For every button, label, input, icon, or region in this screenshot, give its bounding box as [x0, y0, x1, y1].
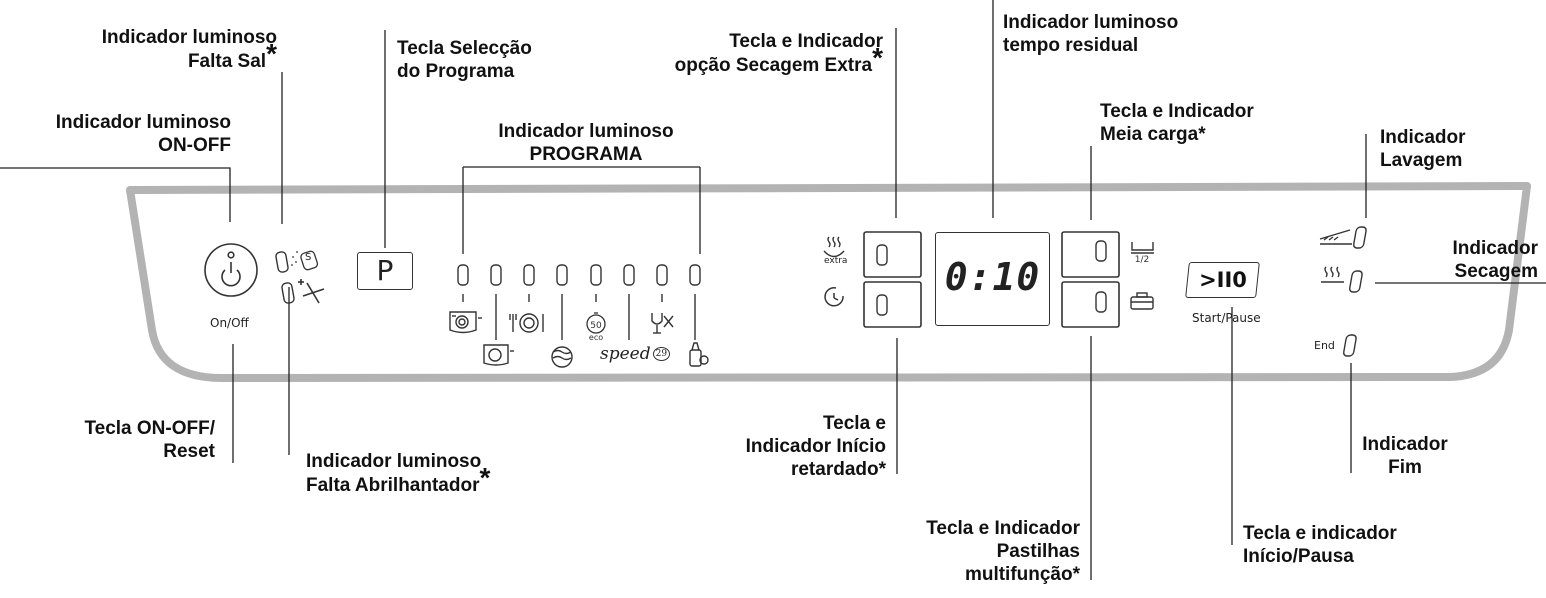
salt-led [275, 251, 289, 273]
wash-led [1352, 226, 1367, 249]
eco-caption: eco [589, 333, 603, 342]
salt-symbol: S [305, 252, 312, 263]
label-half-load: Tecla e Indicador Meia carga* [1100, 101, 1254, 145]
soak-icon [551, 346, 573, 368]
start-pause-caption: Start/Pause [1192, 311, 1261, 325]
label-rinse-aid: Indicador luminoso Falta Abrilhantador* [306, 451, 491, 496]
drying-icon [1321, 266, 1344, 283]
rinse-aid-icon [298, 279, 325, 304]
label-end: Indicador Fim [1362, 434, 1448, 478]
label-on-off-key: Tecla ON-OFF/ Reset [84, 418, 215, 462]
eco-icon [586, 312, 606, 334]
speed-num: 29 [652, 347, 671, 361]
tablet-icon [1130, 292, 1154, 310]
drying-led [1348, 270, 1363, 293]
program-leds [457, 264, 701, 286]
label-program-leds: Indicador luminoso PROGRAMA [498, 121, 674, 165]
label-delay-start: Tecla e Indicador Início retardado* [745, 413, 886, 480]
label-tablets: Tecla e Indicador Pastilhas multifunção* [926, 518, 1080, 585]
power-icon [221, 251, 241, 287]
extra-dry-key[interactable] [863, 231, 922, 278]
residual-time-display: 0:10 [935, 232, 1050, 326]
extra-dry-icon [823, 236, 845, 258]
salt-icon [291, 250, 319, 271]
crystal-icon [651, 313, 674, 334]
label-residual-time: Indicador luminoso tempo residual [1003, 12, 1179, 56]
half-load-icon [1131, 242, 1154, 254]
program-select-key[interactable]: P [357, 252, 413, 290]
extra-caption: extra [824, 256, 848, 266]
end-led [1342, 334, 1357, 357]
delay-icon [824, 287, 844, 307]
plates-icon [509, 313, 544, 333]
label-salt-indicator: Indicador luminoso Falta Sal* [101, 27, 277, 72]
program-led-8 [689, 264, 701, 286]
half-load-led [1095, 240, 1107, 262]
label-on-off-led: Indicador luminoso ON-OFF [55, 112, 231, 156]
tablets-key[interactable] [1061, 281, 1120, 328]
on-off-caption: On/Off [210, 316, 249, 330]
half-load-key[interactable] [1061, 231, 1120, 278]
tablets-led [1095, 291, 1107, 313]
label-extra-dry: Tecla e Indicador opção Secagem Extra* [674, 31, 883, 76]
delay-start-led [876, 294, 888, 316]
baby-icon [689, 342, 709, 367]
normal-icon [483, 344, 514, 366]
label-wash: Indicador Lavagem [1380, 127, 1466, 171]
label-start-pause: Tecla e indicador Início/Pausa [1243, 523, 1397, 567]
program-led-1 [457, 264, 469, 286]
delay-start-key[interactable] [863, 281, 922, 328]
extra-dry-led [876, 244, 888, 266]
program-separators [462, 294, 696, 340]
program-led-3 [523, 264, 535, 286]
program-led-7 [656, 264, 668, 286]
on-off-button[interactable] [204, 243, 258, 297]
label-drying: Indicador Secagem [1452, 238, 1538, 282]
speed-text: speed [600, 344, 651, 364]
leader-lines [0, 0, 1546, 580]
panel-outline [126, 182, 1531, 382]
label-program-key: Tecla Selecção do Programa [397, 38, 532, 82]
eco-temp: 50 [590, 321, 602, 331]
rinse-aid-led [281, 282, 295, 304]
end-caption: End [1314, 339, 1335, 352]
program-led-5 [590, 264, 602, 286]
wash-icon [1319, 229, 1352, 245]
program-led-2 [490, 264, 502, 286]
half-load-symbol: 1/2 [1135, 255, 1149, 265]
intensive-icon [449, 311, 482, 334]
start-pause-glyph: >II0 [1199, 268, 1247, 292]
program-led-4 [556, 264, 568, 286]
program-led-6 [623, 264, 635, 286]
